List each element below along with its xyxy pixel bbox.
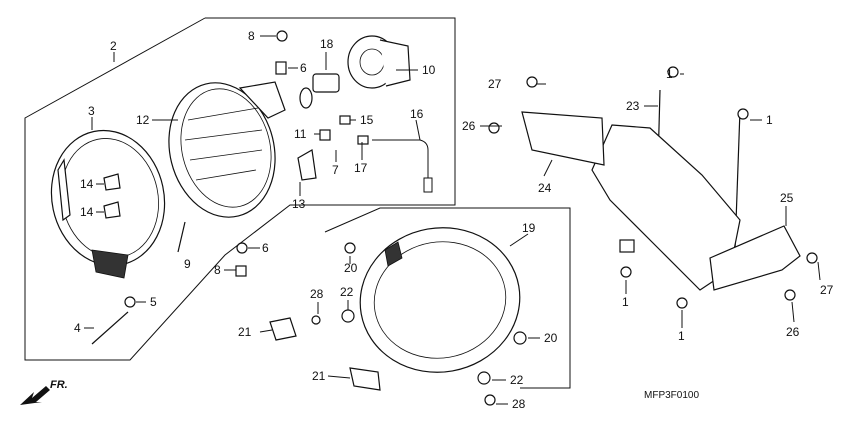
callout-5: 5 [150,295,157,309]
headlight-stay [521,89,801,291]
callout-26a: 26 [462,119,476,133]
callout-11: 11 [294,127,307,141]
callout-20b: 20 [544,331,558,345]
headlight-lens [168,81,286,218]
callout-8a: 8 [248,29,255,43]
drawing-code: MFP3F0100 [644,390,699,401]
callout-14a: 14 [80,177,94,191]
callout-6a: 6 [300,61,307,75]
callout-24: 24 [538,181,552,195]
callout-3: 3 [88,104,95,118]
callout-22a: 22 [340,285,354,299]
callout-10: 10 [422,63,436,77]
headlight-case [359,227,521,373]
case-group-outline [324,207,571,389]
direction-label: FR. [50,379,68,391]
headlight-group-outline [24,17,456,361]
callout-20a: 20 [344,261,358,275]
callout-16: 16 [410,107,424,121]
callout-28b: 28 [512,397,526,411]
hardware-bolts [91,30,818,406]
callout-labels: 2 3 12 8 6 18 10 16 15 11 7 17 13 14 14 … [74,29,834,411]
callout-14b: 14 [80,205,94,219]
callout-19: 19 [522,221,536,235]
callout-21a: 21 [238,325,252,339]
callout-7: 7 [332,163,339,177]
callout-1b: 1 [766,113,773,127]
callout-27a: 27 [488,77,502,91]
callout-2: 2 [110,39,117,53]
callout-8b: 8 [214,263,221,277]
leader-lines [84,35,821,405]
callout-15: 15 [360,113,374,127]
callout-25: 25 [780,191,794,205]
callout-6b: 6 [262,241,269,255]
callout-1a: 1 [666,67,673,81]
arrow-icon [20,386,50,405]
callout-1d: 1 [678,329,685,343]
callout-13: 13 [292,197,306,211]
callout-26b: 26 [786,325,800,339]
callout-21b: 21 [312,369,326,383]
callout-27b: 27 [820,283,834,297]
case-back [347,35,411,89]
headlight-rim [50,129,166,279]
callout-4: 4 [74,321,81,335]
headlight-bulb [299,73,340,109]
callout-22b: 22 [510,373,524,387]
callout-23: 23 [626,99,640,113]
callout-18: 18 [320,37,334,51]
callout-17: 17 [354,161,368,175]
sub-harness [372,139,433,193]
front-direction-arrow: FR. [20,379,68,405]
callout-28a: 28 [310,287,324,301]
callout-12: 12 [136,113,150,127]
callout-1c: 1 [622,295,629,309]
callout-9: 9 [184,257,191,271]
